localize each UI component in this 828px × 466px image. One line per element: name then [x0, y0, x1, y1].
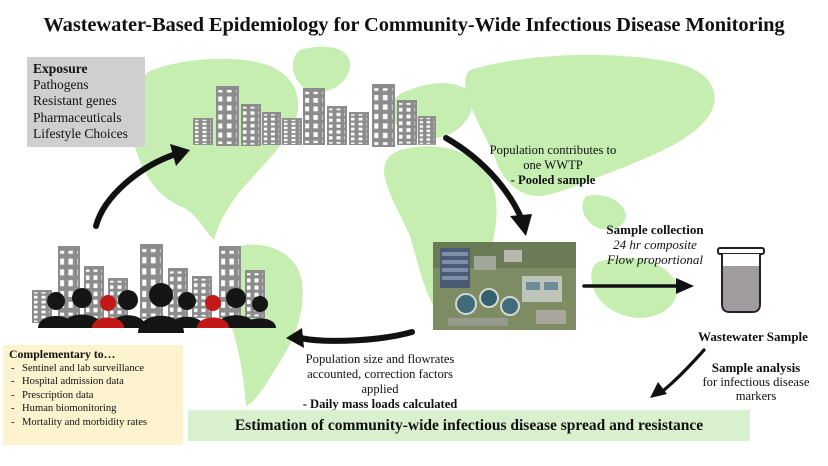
arrow-loads-to-people — [297, 329, 415, 344]
complementary-heading: Complementary to… — [9, 347, 116, 361]
caption-line: Flow proportional — [607, 252, 703, 267]
exposure-item: Lifestyle Choices — [33, 125, 128, 141]
sample-analysis-heading: Sample analysis — [711, 360, 801, 375]
top-city-icon — [193, 84, 436, 147]
complementary-item: Hospital admission data — [9, 375, 183, 389]
arrow-jar-to-estimation — [662, 348, 706, 392]
map-north-america — [130, 58, 299, 240]
exposure-item: Resistant genes — [33, 93, 117, 109]
complementary-box: Complementary to… Sentinel and lab surve… — [3, 345, 183, 445]
caption-line-bold: - Daily mass loads calculated — [302, 397, 458, 411]
exposure-item: Pathogens — [33, 77, 89, 93]
sample-collection-caption: Sample collection 24 hr composite Flow p… — [592, 222, 718, 267]
caption-line: markers — [735, 389, 777, 403]
estimation-banner: Estimation of community-wide infectious … — [188, 410, 750, 441]
complementary-item: Mortality and morbidity rates — [9, 416, 183, 430]
page-title: Wastewater-Based Epidemiology for Commun… — [43, 14, 785, 36]
sample-analysis-caption: Sample analysis for infectious disease m… — [686, 360, 826, 404]
exposure-item: Pharmaceuticals — [33, 109, 122, 125]
complementary-list: Sentinel and lab surveillance Hospital a… — [9, 362, 183, 430]
population-to-wwtp-caption: Population contributes to one WWTP - Poo… — [468, 143, 638, 188]
map-southeast-asia — [582, 194, 626, 230]
complementary-item: Sentinel and lab surveillance — [9, 362, 183, 376]
left-city-icon — [32, 244, 265, 323]
wwtp-photo — [433, 242, 576, 330]
caption-line: 24 hr composite — [613, 237, 697, 252]
caption-line-bold: - Pooled sample — [510, 173, 596, 187]
caption-line: one WWTP — [523, 158, 583, 172]
map-australia — [591, 257, 678, 318]
complementary-item: Human biomonitoring — [9, 402, 183, 416]
sample-collection-heading: Sample collection — [606, 222, 704, 237]
population-size-caption: Population size and flowrates accounted,… — [287, 352, 473, 412]
caption-line: Population contributes to — [489, 143, 617, 157]
map-asia — [465, 54, 715, 197]
exposure-box: Exposure Pathogens Resistant genes Pharm… — [27, 57, 145, 147]
wastewater-sample-label: Wastewater Sample — [698, 329, 808, 344]
arrow-city-to-wwtp — [443, 135, 525, 223]
map-greenland — [292, 46, 351, 92]
exposure-heading: Exposure — [33, 61, 88, 76]
arrow-people-to-city — [93, 151, 179, 229]
sample-jar-icon — [717, 247, 765, 313]
crowd-icon — [38, 283, 276, 333]
caption-line: for infectious disease — [702, 375, 810, 389]
caption-line: Population size and flowrates — [305, 352, 455, 366]
complementary-item: Prescription data — [9, 389, 183, 403]
flow-arrows — [93, 135, 706, 398]
caption-line: accounted, correction factors applied — [307, 367, 453, 396]
